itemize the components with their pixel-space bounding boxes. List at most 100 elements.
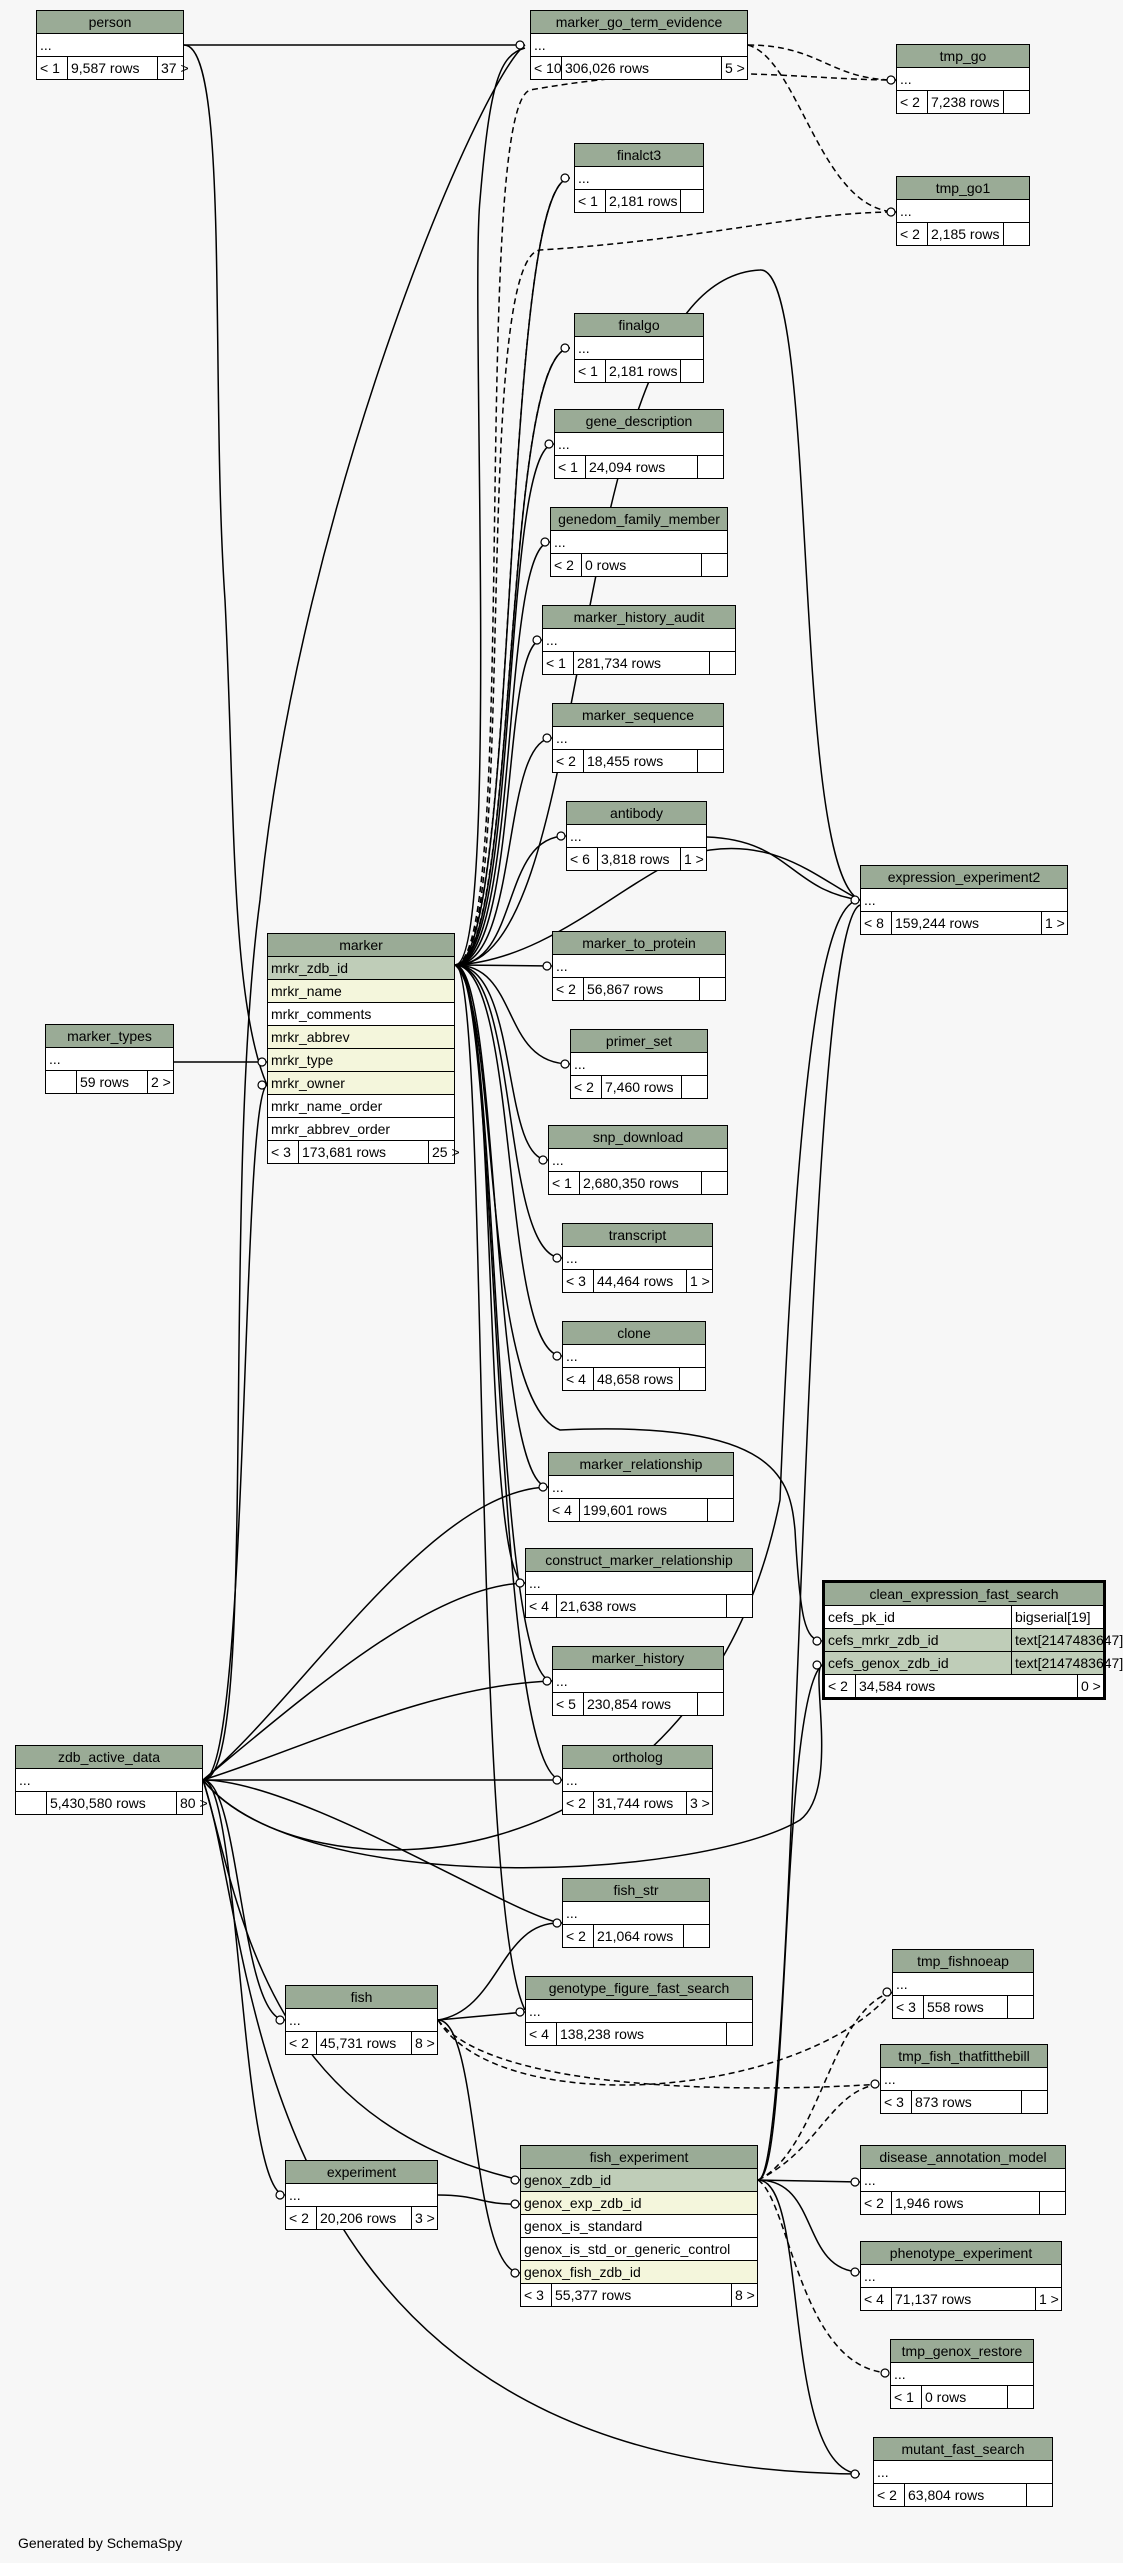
parents-count xyxy=(16,1792,46,1814)
edge-end-marker xyxy=(812,1660,822,1670)
children-count: 25 > xyxy=(428,1141,460,1163)
row-count: 21,638 rows xyxy=(556,1595,726,1617)
collapsed-columns: ... xyxy=(555,433,723,456)
collapsed-columns: ... xyxy=(553,955,725,978)
table-name: finalgo xyxy=(575,314,703,337)
edge-end-marker xyxy=(510,2268,520,2278)
row-count: 0 rows xyxy=(581,554,701,576)
column-row: mrkr_owner xyxy=(268,1072,454,1095)
edge-end-marker xyxy=(515,1578,525,1588)
edge xyxy=(202,44,526,1781)
collapsed-columns: ... xyxy=(37,34,183,57)
column-name: cefs_mrkr_zdb_id xyxy=(825,1629,1011,1651)
edge xyxy=(202,1779,286,2021)
edge xyxy=(437,2019,521,2274)
children-count xyxy=(701,1172,727,1194)
edge-end-marker xyxy=(542,733,552,743)
row-count: 59 rows xyxy=(76,1071,147,1093)
row-count: 1,946 rows xyxy=(891,2192,1039,2214)
edge xyxy=(202,1779,521,2181)
collapsed-columns: ... xyxy=(551,531,727,554)
parents-count: < 2 xyxy=(566,1928,586,1944)
edge-end-marker xyxy=(850,2469,860,2479)
children-count: 1 > xyxy=(1035,2288,1061,2310)
edge-end-marker xyxy=(882,1987,892,1997)
edge-end-marker xyxy=(275,2190,285,2200)
parents-count: < 3 xyxy=(524,2287,544,2303)
parents-count: < 5 xyxy=(556,1696,576,1712)
children-count xyxy=(726,1595,752,1617)
children-count xyxy=(679,1368,705,1390)
row-count: 159,244 rows xyxy=(891,912,1041,934)
edge-end-marker xyxy=(870,2079,880,2089)
parents-count: < 6 xyxy=(570,851,590,867)
collapsed-columns: ... xyxy=(861,889,1067,912)
table-name: tmp_go xyxy=(897,45,1029,68)
edge xyxy=(454,964,571,1065)
edge-end-marker xyxy=(812,1636,822,1646)
row-count: 3,818 rows xyxy=(597,848,680,870)
row-count: 5,430,580 rows xyxy=(46,1792,176,1814)
collapsed-columns: ... xyxy=(575,167,703,190)
column-row: genox_is_standard xyxy=(521,2215,757,2238)
parents-count: < 3 xyxy=(271,1144,291,1160)
collapsed-columns: ... xyxy=(575,337,703,360)
collapsed-columns: ... xyxy=(526,1572,752,1595)
table-name: fish_str xyxy=(563,1879,709,1902)
table-name: marker_relationship xyxy=(549,1453,733,1476)
edge-implied xyxy=(454,72,897,966)
collapsed-columns: ... xyxy=(286,2009,437,2032)
parents-count: < 3 xyxy=(896,1999,916,2015)
column-type: text[2147483647] xyxy=(1011,1629,1123,1651)
row-count: 7,460 rows xyxy=(601,1076,681,1098)
children-count xyxy=(707,1499,733,1521)
table-name: tmp_fish_thatfitthebill xyxy=(881,2045,1047,2068)
parents-count: < 2 xyxy=(289,2210,309,2226)
edge xyxy=(437,2011,526,2021)
row-count: 20,206 rows xyxy=(316,2207,411,2229)
edge-end-marker xyxy=(886,207,896,217)
